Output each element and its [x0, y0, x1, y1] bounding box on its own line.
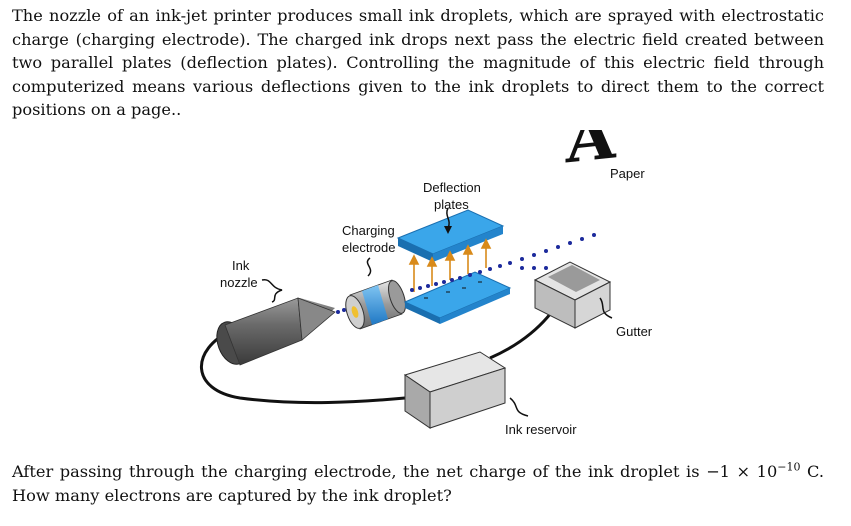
- label-paper: Paper: [610, 166, 645, 181]
- plates-pointer-head: [444, 226, 452, 234]
- label-reservoir: Ink reservoir: [505, 422, 577, 437]
- label-nozzle: nozzle: [220, 275, 258, 290]
- nozzle-pointer: [261, 279, 283, 303]
- paper-letter: A: [565, 130, 617, 179]
- ink-nozzle: [216, 297, 336, 366]
- electrode-pointer: [366, 257, 372, 277]
- gutter-pointer: [599, 297, 613, 319]
- ink-reservoir: [403, 351, 507, 429]
- label-gutter: Gutter: [616, 324, 653, 339]
- charge-marks: [424, 281, 482, 299]
- intro-paragraph: The nozzle of an ink-jet printer produce…: [12, 6, 824, 119]
- question-suffix: C. How many electrons are captured by th…: [12, 462, 824, 505]
- inkjet-printer-diagram: A Paper Deflection plates Charging elect…: [200, 130, 653, 437]
- label-deflection: Deflection: [423, 180, 481, 195]
- question-paragraph: After passing through the charging elect…: [12, 460, 824, 507]
- charging-electrode: [345, 279, 406, 330]
- question-exponent: −10: [777, 460, 801, 474]
- label-electrode: electrode: [342, 240, 395, 255]
- label-charging: Charging: [342, 223, 395, 238]
- ink-tube: [200, 328, 406, 405]
- droplet-stream-1: [336, 308, 346, 314]
- question-prefix: After passing through the charging elect…: [12, 462, 778, 481]
- field-arrows: [408, 238, 492, 292]
- gutter: [533, 261, 612, 329]
- droplet-stream-2: [410, 233, 596, 292]
- label-plates: plates: [434, 197, 469, 212]
- label-ink: Ink: [232, 258, 250, 273]
- reservoir-pointer: [509, 397, 529, 417]
